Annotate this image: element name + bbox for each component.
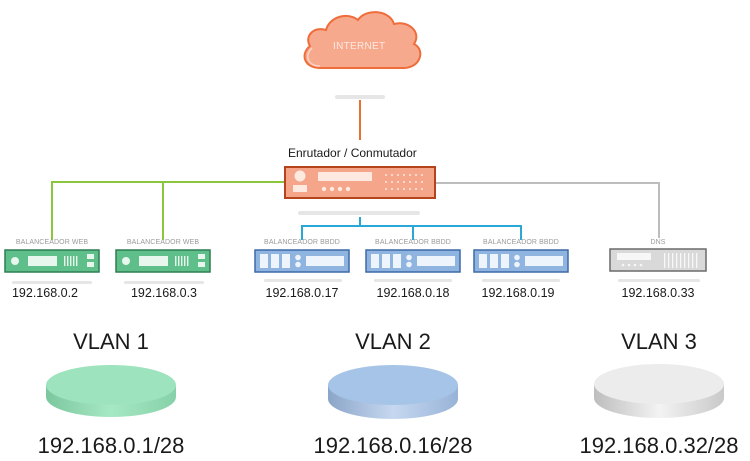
vlan2-link xyxy=(301,225,522,240)
router-switch-icon xyxy=(284,166,436,199)
device-type-label: BALANCEADOR WEB xyxy=(15,239,89,246)
db-balancer-icon xyxy=(254,249,350,273)
vlan-disk-icon xyxy=(594,364,724,418)
vlan-title: VLAN 1 xyxy=(73,329,149,354)
vlan-subnet: 192.168.0.32/28 xyxy=(579,433,739,458)
device-ip: 192.168.0.18 xyxy=(376,286,450,300)
vlan-title: VLAN 2 xyxy=(355,329,431,354)
db-balancer-icon xyxy=(365,249,461,273)
cloud-shadow xyxy=(335,95,385,99)
device-shadow xyxy=(264,279,342,282)
web-balancer-icon xyxy=(4,249,100,273)
device-type-label: DNS xyxy=(650,239,666,246)
device-type-label: BALANCEADOR BBDD xyxy=(375,239,451,246)
web-balancer-icon xyxy=(115,249,211,273)
db-balancer-icon xyxy=(473,249,569,273)
router-shadow xyxy=(298,211,420,215)
device-shadow xyxy=(12,281,92,284)
device-ip: 192.168.0.2 xyxy=(11,286,79,300)
vlan3-link xyxy=(436,182,660,238)
vlan-subnet: 192.168.0.16/28 xyxy=(313,433,473,458)
vlan-disk-icon xyxy=(328,365,458,419)
device-shadow xyxy=(124,281,204,284)
device-type-label: BALANCEADOR BBDD xyxy=(264,239,340,246)
vlan1-link xyxy=(51,181,285,240)
internet-label: INTERNET xyxy=(333,41,386,52)
device-ip: 192.168.0.17 xyxy=(265,286,339,300)
device-shadow xyxy=(618,279,700,282)
device-ip: 192.168.0.3 xyxy=(130,286,198,300)
device-type-label: BALANCEADOR BBDD xyxy=(483,239,559,246)
cloud-icon xyxy=(303,11,422,69)
device-type-label: BALANCEADOR WEB xyxy=(126,239,200,246)
vlan-disk-icon xyxy=(46,365,176,417)
device-ip: 192.168.0.19 xyxy=(481,286,555,300)
router-title: Enrutador / Conmutador xyxy=(288,146,417,160)
vlan-title: VLAN 3 xyxy=(621,329,697,354)
device-shadow xyxy=(374,279,452,282)
device-ip: 192.168.0.33 xyxy=(621,286,695,300)
vlan-subnet: 192.168.0.1/28 xyxy=(37,433,185,458)
dns-server-icon xyxy=(609,248,707,272)
device-shadow xyxy=(482,279,560,282)
